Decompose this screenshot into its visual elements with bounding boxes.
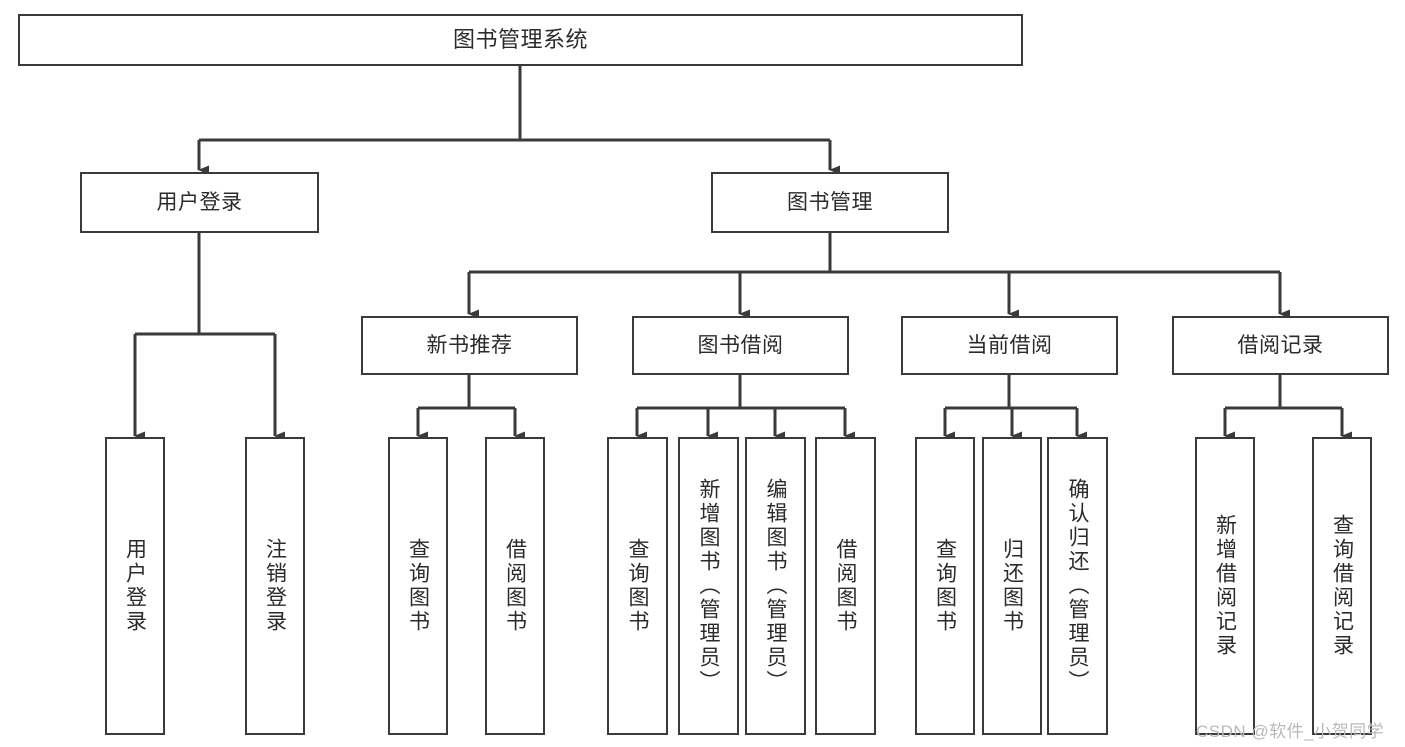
leaf-newbook-query-books-label: 查询图书	[406, 538, 430, 634]
node-borrow-records[interactable]: 借阅记录	[1172, 316, 1389, 375]
leaf-user-login[interactable]: 用户登录	[105, 437, 165, 735]
node-book-borrow-label: 图书借阅	[697, 333, 784, 357]
leaf-records-query[interactable]: 查询借阅记录	[1312, 437, 1372, 735]
leaf-records-add-label: 新增借阅记录	[1213, 514, 1237, 658]
node-book-management[interactable]: 图书管理	[711, 172, 949, 233]
leaf-newbook-borrow-books-label: 借阅图书	[503, 538, 527, 634]
leaf-records-query-label: 查询借阅记录	[1330, 514, 1354, 658]
node-user-login-label: 用户登录	[156, 190, 243, 214]
node-book-borrow[interactable]: 图书借阅	[632, 316, 849, 375]
node-book-management-label: 图书管理	[787, 190, 873, 214]
leaf-borrow-add-book-label: 新增图书（管理员）	[697, 478, 721, 694]
leaf-newbook-query-books[interactable]: 查询图书	[388, 437, 448, 735]
leaf-current-query-books[interactable]: 查询图书	[915, 437, 975, 735]
leaf-user-logout-label: 注销登录	[263, 538, 287, 634]
node-current-borrow[interactable]: 当前借阅	[901, 316, 1118, 375]
node-new-book-recommend-label: 新书推荐	[426, 333, 513, 357]
leaf-user-logout[interactable]: 注销登录	[245, 437, 305, 735]
node-root[interactable]: 图书管理系统	[18, 14, 1023, 66]
leaf-borrow-edit-book-label: 编辑图书（管理员）	[764, 478, 788, 694]
node-user-login[interactable]: 用户登录	[80, 172, 319, 233]
node-borrow-records-label: 借阅记录	[1237, 333, 1324, 357]
leaf-records-add[interactable]: 新增借阅记录	[1195, 437, 1255, 735]
leaf-user-login-label: 用户登录	[123, 538, 147, 634]
node-current-borrow-label: 当前借阅	[966, 333, 1053, 357]
leaf-borrow-borrow-book[interactable]: 借阅图书	[815, 437, 876, 735]
leaf-borrow-add-book[interactable]: 新增图书（管理员）	[678, 437, 739, 735]
leaf-current-return-book-label: 归还图书	[1000, 538, 1024, 634]
leaf-current-return-book[interactable]: 归还图书	[982, 437, 1042, 735]
leaf-current-confirm-return[interactable]: 确认归还（管理员）	[1047, 437, 1108, 735]
leaf-newbook-borrow-books[interactable]: 借阅图书	[485, 437, 545, 735]
leaf-borrow-query-books[interactable]: 查询图书	[607, 437, 668, 735]
leaf-borrow-borrow-book-label: 借阅图书	[834, 538, 858, 634]
leaf-current-confirm-return-label: 确认归还（管理员）	[1066, 478, 1090, 694]
csdn-watermark: CSDN @软件_小贺同学	[1196, 722, 1385, 741]
leaf-current-query-books-label: 查询图书	[933, 538, 957, 634]
node-new-book-recommend[interactable]: 新书推荐	[361, 316, 578, 375]
leaf-borrow-query-books-label: 查询图书	[626, 538, 650, 634]
node-root-label: 图书管理系统	[452, 26, 588, 52]
leaf-borrow-edit-book[interactable]: 编辑图书（管理员）	[745, 437, 806, 735]
